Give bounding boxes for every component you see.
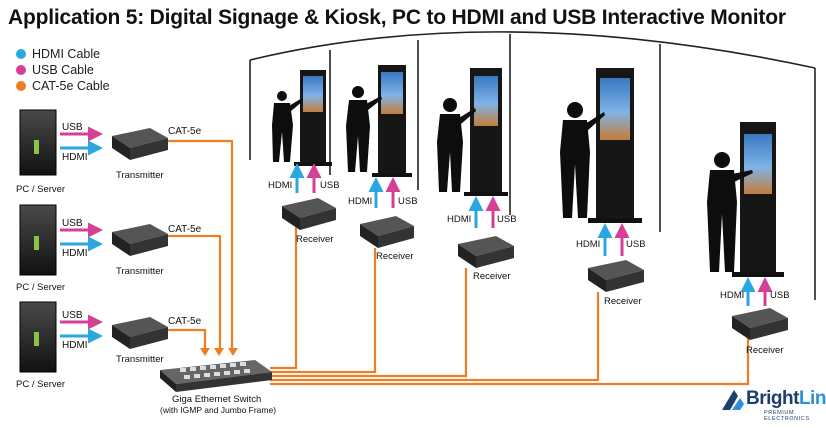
person-silhouette-icon (437, 98, 476, 192)
receiver4-label: Receiver (604, 296, 642, 307)
receiver-4 (588, 223, 644, 292)
receiver5-usb-label: USB (770, 290, 790, 301)
source3-pc-label: PC / Server (16, 379, 65, 390)
receiver-5 (732, 277, 788, 340)
source-group-1 (19, 109, 168, 176)
kiosk-2 (346, 65, 412, 177)
kiosk-3 (437, 68, 508, 196)
receiver-box-icon (606, 270, 644, 292)
receiver3-usb-label: USB (497, 214, 517, 225)
kiosk-4 (560, 68, 642, 223)
source3-cable-label: CAT-5e (168, 316, 202, 327)
receiver2-usb-label: USB (398, 196, 418, 207)
legend-cat5e-label: CAT-5e Cable (32, 79, 110, 93)
receiver1-usb-label: USB (320, 180, 340, 191)
person-silhouette-icon (560, 102, 605, 218)
receiver5-hdmi-label: HDMI (720, 290, 744, 301)
legend-hdmi-label: HDMI Cable (32, 47, 101, 61)
cat5e-cables (165, 139, 750, 386)
page-title: Application 5: Digital Signage & Kiosk, … (8, 6, 786, 29)
usb-dot-icon (16, 65, 26, 75)
receiver1-hdmi-label: HDMI (268, 180, 292, 191)
source1-pc-label: PC / Server (16, 184, 65, 195)
cat5e-dot-icon (16, 81, 26, 91)
source2-transmitter-label: Transmitter (116, 266, 164, 277)
legend-usb: USB Cable (16, 63, 94, 77)
source3-usb-label: USB (62, 310, 83, 321)
receiver-3 (458, 196, 514, 268)
receiver3-label: Receiver (473, 271, 511, 282)
legend-cat5e: CAT-5e Cable (16, 79, 110, 93)
transmitter-box-icon (130, 138, 168, 160)
source2-hdmi-label: HDMI (62, 248, 88, 259)
transmitter-box-icon (130, 327, 168, 349)
person-silhouette-icon (707, 152, 753, 272)
brightlink-logo-text: BrightLink (746, 388, 826, 410)
kiosk-5 (707, 122, 784, 277)
receiver-2 (360, 177, 414, 248)
ethernet-switch-icon (160, 360, 272, 392)
logo-brand-a: Bright (746, 388, 799, 409)
receiver2-hdmi-label: HDMI (348, 196, 372, 207)
switch-sublabel: (with IGMP and Jumbo Frame) (160, 405, 276, 415)
receiver1-label: Receiver (296, 234, 334, 245)
brightlink-logo: BrightLink PREMIUM ELECTRONICS (716, 380, 826, 424)
kiosk-1 (272, 70, 332, 166)
source3-transmitter-label: Transmitter (116, 354, 164, 365)
person-silhouette-icon (272, 91, 303, 162)
cat5e-switch-arrows (200, 348, 238, 356)
legend-usb-label: USB Cable (32, 63, 94, 77)
source3-hdmi-label: HDMI (62, 340, 88, 351)
source1-hdmi-label: HDMI (62, 152, 88, 163)
receiver-box-icon (300, 208, 336, 230)
source1-transmitter-label: Transmitter (116, 170, 164, 181)
source2-usb-label: USB (62, 218, 83, 229)
room-walls (249, 31, 816, 300)
logo-brand-b: Link (798, 388, 826, 409)
source-group-3 (19, 301, 168, 373)
receiver4-hdmi-label: HDMI (576, 239, 600, 250)
person-silhouette-icon (346, 86, 382, 172)
receiver4-usb-label: USB (626, 239, 646, 250)
legend-hdmi: HDMI Cable (16, 47, 100, 61)
logo-tagline: PREMIUM ELECTRONICS (764, 410, 810, 422)
receiver-box-icon (378, 226, 414, 248)
receiver5-label: Receiver (746, 345, 784, 356)
receiver3-hdmi-label: HDMI (447, 214, 471, 225)
transmitter-box-icon (130, 234, 168, 256)
hdmi-dot-icon (16, 49, 26, 59)
source-group-2 (19, 204, 168, 276)
receiver-box-icon (750, 318, 788, 340)
brightlink-logo-icon (722, 390, 744, 410)
switch-label: Giga Ethernet Switch (172, 394, 261, 405)
receiver2-label: Receiver (376, 251, 414, 262)
receiver-box-icon (476, 246, 514, 268)
source1-cable-label: CAT-5e (168, 126, 202, 137)
source2-pc-label: PC / Server (16, 282, 65, 293)
source2-cable-label: CAT-5e (168, 224, 202, 235)
receiver-1 (282, 163, 336, 230)
source1-usb-label: USB (62, 122, 83, 133)
